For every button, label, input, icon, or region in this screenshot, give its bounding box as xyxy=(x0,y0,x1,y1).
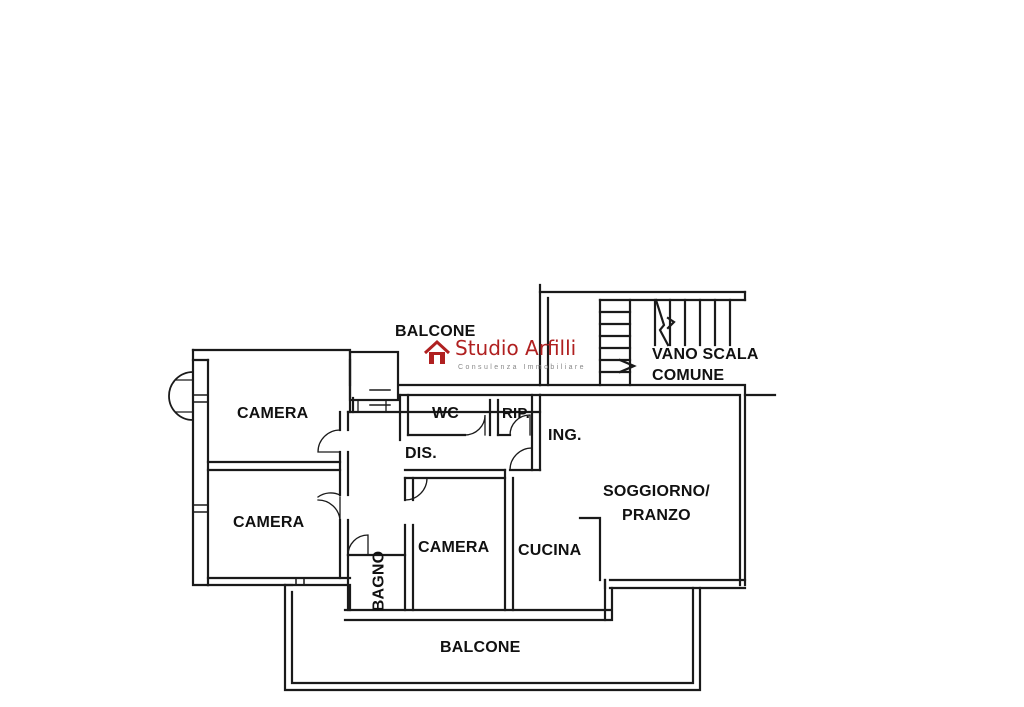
watermark-tagline: Consulenza Immobiliare xyxy=(458,364,586,371)
watermark-name: Studio Arfilli xyxy=(455,336,577,360)
interior-walls xyxy=(206,383,607,612)
exterior-walls xyxy=(191,348,777,622)
label-cucina: CUCINA xyxy=(518,542,582,559)
label-camera-2: CAMERA xyxy=(233,514,305,531)
bay-window xyxy=(168,371,194,421)
stairwell xyxy=(538,283,747,387)
label-rip: RIP. xyxy=(502,405,531,422)
label-comune: COMUNE xyxy=(652,367,725,384)
label-balcone-top: BALCONE xyxy=(395,323,476,340)
studio-arfilli-watermark: Studio Arfilli Consulenza Immobiliare xyxy=(418,336,600,376)
windows xyxy=(192,384,691,621)
label-balcone-bottom: BALCONE xyxy=(440,639,521,656)
top-balcony xyxy=(348,350,400,414)
label-disimpegno: DIS. xyxy=(405,445,437,462)
label-ingresso: ING. xyxy=(548,427,582,444)
label-wc: WC xyxy=(432,405,460,422)
bottom-balcony xyxy=(283,583,702,692)
label-camera-1: CAMERA xyxy=(237,405,309,422)
label-camera-3: CAMERA xyxy=(418,539,490,556)
house-icon xyxy=(423,339,451,364)
label-bagno: BAGNO xyxy=(370,550,388,612)
door-swings xyxy=(317,399,533,556)
label-soggiorno: SOGGIORNO/ xyxy=(603,483,710,500)
label-vano-scala: VANO SCALA xyxy=(652,346,759,363)
label-pranzo: PRANZO xyxy=(622,507,691,524)
